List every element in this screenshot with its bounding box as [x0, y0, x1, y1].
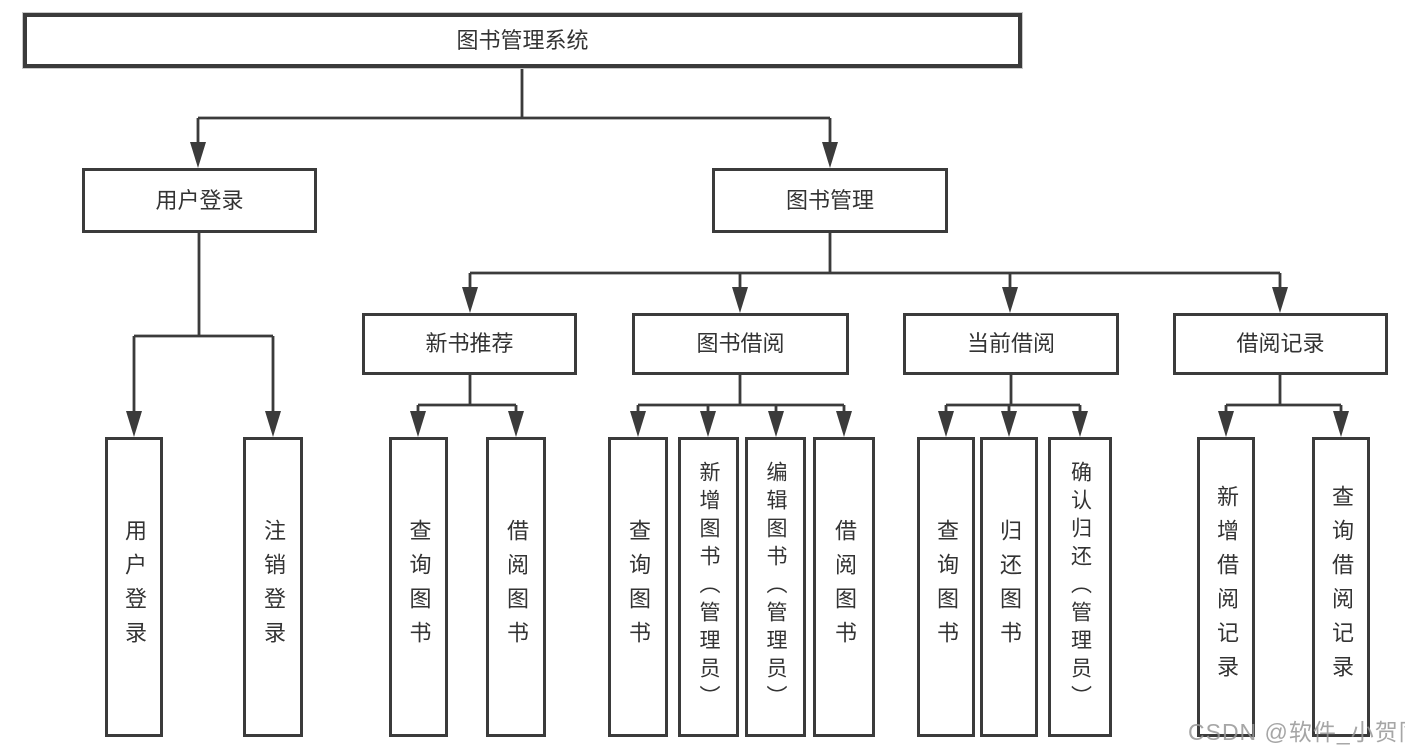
- node-book-borrow: 图书借阅: [632, 313, 849, 375]
- node-new-book-recommend: 新书推荐: [362, 313, 577, 375]
- leaf-edit-books-admin: 编辑图书（管理员）: [745, 437, 806, 737]
- leaf-query-books-borrow: 查询图书: [608, 437, 668, 737]
- leaf-confirm-return-admin: 确认归还（管理员）: [1048, 437, 1112, 737]
- leaf-add-borrow-record: 新增借阅记录: [1197, 437, 1255, 737]
- arrowheads: [126, 142, 1349, 437]
- leaf-return-books: 归还图书: [980, 437, 1038, 737]
- leaf-query-books-current: 查询图书: [917, 437, 975, 737]
- node-user-login: 用户登录: [82, 168, 317, 233]
- edges-borrow-records-branch: [1224, 375, 1343, 413]
- leaf-user-login: 用户登录: [105, 437, 163, 737]
- leaf-borrow-books-recommend: 借阅图书: [486, 437, 546, 737]
- edges-book-borrow-branch: [636, 375, 846, 413]
- csdn-watermark: CSDN @软件_小贺同学: [1188, 719, 1405, 745]
- edges-new-book-branch: [416, 375, 518, 413]
- leaf-query-borrow-record: 查询借阅记录: [1312, 437, 1370, 737]
- node-book-management: 图书管理: [712, 168, 948, 233]
- leaf-logout: 注销登录: [243, 437, 303, 737]
- node-root-system: 图书管理系统: [23, 13, 1022, 68]
- leaf-add-books-admin: 新增图书（管理员）: [678, 437, 739, 737]
- node-current-borrow: 当前借阅: [903, 313, 1119, 375]
- edges-user-login-branch: [132, 233, 275, 413]
- edges-current-borrow-branch: [944, 375, 1082, 413]
- leaf-query-books-recommend: 查询图书: [389, 437, 448, 737]
- edges-root: [196, 67, 832, 146]
- edges-book-management-branch: [468, 233, 1282, 290]
- node-borrow-records: 借阅记录: [1173, 313, 1388, 375]
- leaf-borrow-books: 借阅图书: [813, 437, 875, 737]
